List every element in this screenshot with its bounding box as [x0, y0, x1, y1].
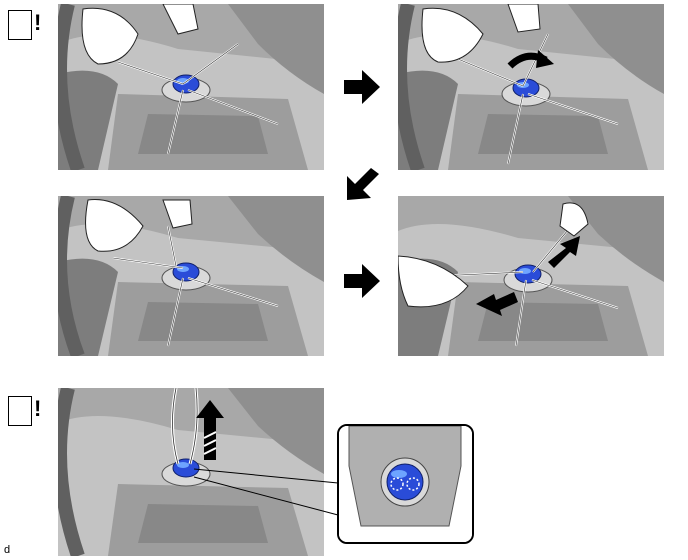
push-pull-arrows-icon [476, 236, 580, 316]
step-2-mark: ! [34, 396, 42, 421]
step-1-box [8, 10, 32, 40]
illustration-panel-3 [58, 196, 324, 356]
step-2-box [8, 396, 32, 426]
curved-arrow-icon [507, 50, 554, 69]
flow-arrow-right-2-icon [344, 264, 380, 298]
pull-up-arrow-icon [196, 400, 224, 460]
flow-arrow-right-icon [344, 70, 380, 104]
illustration-panel-2 [398, 4, 664, 170]
illustration-panel-1 [58, 4, 324, 170]
step-1-mark: ! [34, 10, 42, 35]
inset-cap-icon [390, 477, 420, 491]
figure-code: d [4, 544, 11, 556]
flow-arrow-down-left-icon [347, 168, 379, 200]
illustration-panel-5 [58, 388, 324, 556]
illustration-panel-4 [398, 196, 664, 356]
leader-lines [193, 468, 339, 516]
inset-detail [337, 424, 474, 544]
